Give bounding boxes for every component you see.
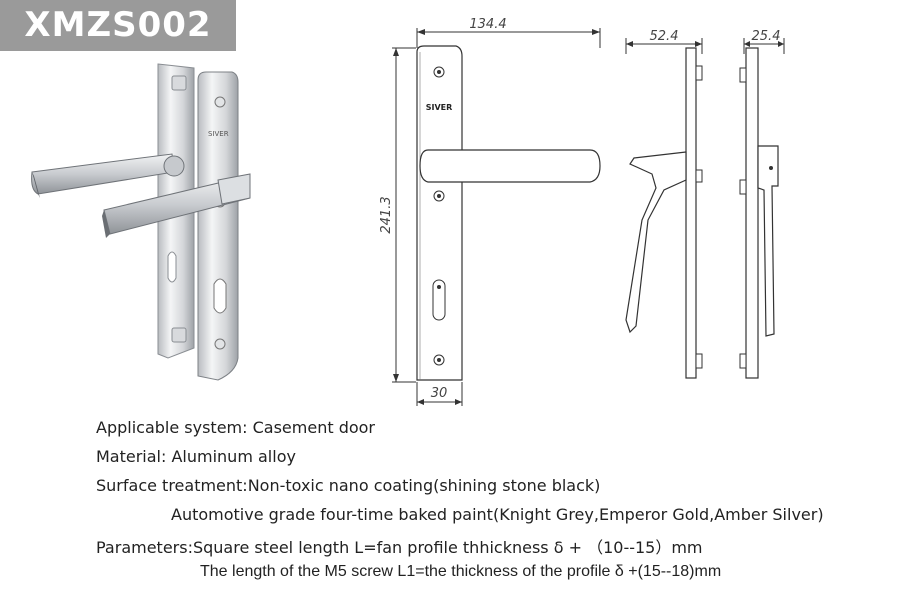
- side-view-drawing: 52.4: [625, 29, 703, 379]
- spec-surface-treatment-paint: Automotive grade four-time baked paint(K…: [171, 505, 824, 524]
- dimension-edge-depth: 25.4: [752, 29, 781, 44]
- edge-view-drawing: 25.4: [739, 29, 785, 379]
- handle-product-image: SIVER: [31, 63, 251, 381]
- brand-mark-drawing: SIVER: [426, 103, 453, 112]
- spec-applicable-system: Applicable system: Casement door: [96, 418, 375, 437]
- product-code-badge: XMZS002: [0, 0, 236, 51]
- dimension-width: 134.4: [469, 17, 506, 32]
- spec-material: Material: Aluminum alloy: [96, 447, 296, 466]
- brand-mark-photo: SIVER: [208, 130, 229, 138]
- spec-surface-treatment: Surface treatment:Non-toxic nano coating…: [96, 476, 601, 495]
- spec-screw-length: The length of the M5 screw L1=the thickn…: [200, 563, 722, 580]
- dimension-side-depth: 52.4: [650, 29, 679, 44]
- front-view-drawing: 134.4 241.3 SIVER 30: [379, 17, 601, 406]
- spec-parameters: Parameters:Square steel length L=fan pro…: [96, 538, 703, 557]
- dimension-plate-width: 30: [431, 386, 448, 401]
- dimension-height: 241.3: [379, 196, 394, 233]
